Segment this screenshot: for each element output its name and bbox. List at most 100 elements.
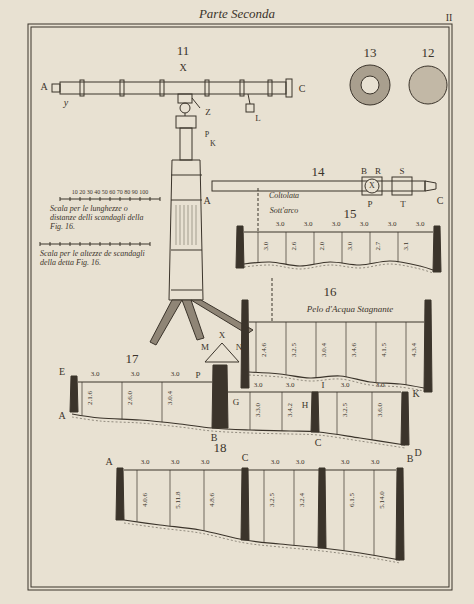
level-line	[244, 232, 433, 233]
figure-number: 11	[177, 44, 190, 57]
figure-label: L	[255, 114, 261, 123]
pillar-hatch	[176, 205, 177, 245]
tube-ring	[268, 80, 272, 96]
ground-shading	[244, 264, 433, 273]
figure-label: 3.0	[341, 382, 350, 389]
figure-label: 2.6	[291, 242, 298, 251]
figure-label: 3.2.5	[291, 343, 298, 357]
staff-line	[272, 278, 273, 322]
sounding-line	[346, 322, 347, 377]
sounding-line	[137, 470, 138, 522]
figure-label: P	[205, 131, 209, 139]
level-line	[228, 392, 401, 393]
survey-post	[396, 468, 404, 560]
sounding-line	[316, 322, 317, 378]
pillar-band	[171, 250, 202, 251]
ground-shading	[124, 523, 400, 563]
pillar-hatch	[184, 205, 185, 245]
figure-label: 3.0	[271, 459, 280, 466]
ring-hole	[361, 76, 379, 94]
scale-tick	[40, 242, 41, 246]
sounding-line	[406, 322, 407, 385]
figure-number: 18	[214, 441, 227, 454]
figure-label: Pelo d'Acqua Stagnante	[307, 305, 393, 314]
figure-label: 3.0	[304, 221, 313, 228]
pillar-hatch	[188, 205, 189, 245]
scale-tick	[80, 197, 81, 201]
ground-profile	[249, 372, 424, 388]
scale-tick	[90, 197, 91, 201]
sounding-line	[374, 470, 375, 555]
sounding-line	[122, 382, 123, 419]
figure-number: 14	[312, 165, 325, 178]
figure-label: S	[399, 167, 404, 176]
sounding-line	[372, 392, 373, 440]
scale-tick	[100, 197, 101, 201]
scale-tick	[110, 197, 111, 201]
figure-label: K	[412, 389, 419, 399]
level-line	[78, 382, 212, 383]
plate-frame-inner	[31, 27, 449, 587]
figure-label: 3.0	[91, 371, 100, 378]
scale-tick	[130, 197, 131, 201]
rod-slide	[362, 177, 382, 195]
tube-ring	[205, 80, 209, 96]
figure-label: T	[400, 200, 406, 209]
plate-heading: Parte Seconda	[199, 7, 275, 20]
figure-label: X	[219, 331, 226, 340]
figure-label: 3.0	[296, 459, 305, 466]
figure-label: R	[375, 167, 381, 176]
sounding-line	[258, 232, 259, 263]
figure-label: B	[407, 454, 414, 464]
pillar-band	[171, 290, 202, 291]
scale-tick	[150, 242, 151, 246]
sounding-line	[376, 322, 377, 382]
figure-label: 3.0	[276, 221, 285, 228]
figure-label: 2.1.6	[87, 391, 94, 405]
rod-tip	[425, 181, 436, 191]
tube-ring	[120, 80, 124, 96]
clamp-screw	[192, 98, 200, 108]
figure-label: 3.4.6	[351, 343, 358, 357]
scale-tick	[130, 242, 131, 246]
figure-number: 17	[126, 352, 139, 365]
survey-post	[318, 468, 326, 548]
ground-shading	[249, 375, 424, 391]
figure-number: 16	[324, 285, 337, 298]
pillar-hatch	[196, 205, 197, 245]
figure-label: 3.0	[131, 371, 140, 378]
hanging-rod	[248, 94, 250, 104]
figure-label: 3.0	[286, 382, 295, 389]
sounding-line	[337, 392, 338, 435]
levelling-rod	[212, 181, 425, 191]
figure-label: C	[315, 438, 322, 448]
scale-tick	[80, 242, 81, 246]
scale-tick	[90, 242, 91, 246]
scale-tick	[140, 242, 141, 246]
pillar-cap	[176, 116, 196, 128]
scale-line	[40, 244, 150, 245]
ground-profile	[124, 520, 400, 560]
figure-label: 4.3.4	[411, 343, 418, 357]
scale-tick	[150, 197, 151, 201]
survey-post	[70, 376, 78, 412]
figure-label: Sott'arco	[270, 207, 299, 215]
figure-label: 3.0	[332, 221, 341, 228]
figure-label: II	[446, 13, 453, 23]
scale-tick	[70, 242, 71, 246]
figure-label: 3.0	[263, 242, 270, 251]
sounding-line	[314, 232, 315, 264]
scale-tick	[100, 242, 101, 246]
mount-block	[178, 94, 192, 103]
instrument-roof	[205, 343, 239, 362]
figure-label: 3.0	[360, 221, 369, 228]
figure-label: 4.0.6	[142, 493, 149, 507]
sounding-line	[282, 392, 283, 431]
water-level-line	[249, 322, 424, 323]
figure-label: 5.11.8	[175, 491, 182, 508]
scale-tick	[120, 197, 121, 201]
figure-label: 10 20 30 40 50 60 70 80 90 100	[72, 189, 149, 195]
scale-caption: Scala per le lunghezze o distanze delli …	[50, 204, 155, 232]
figure-label: M	[201, 343, 209, 352]
